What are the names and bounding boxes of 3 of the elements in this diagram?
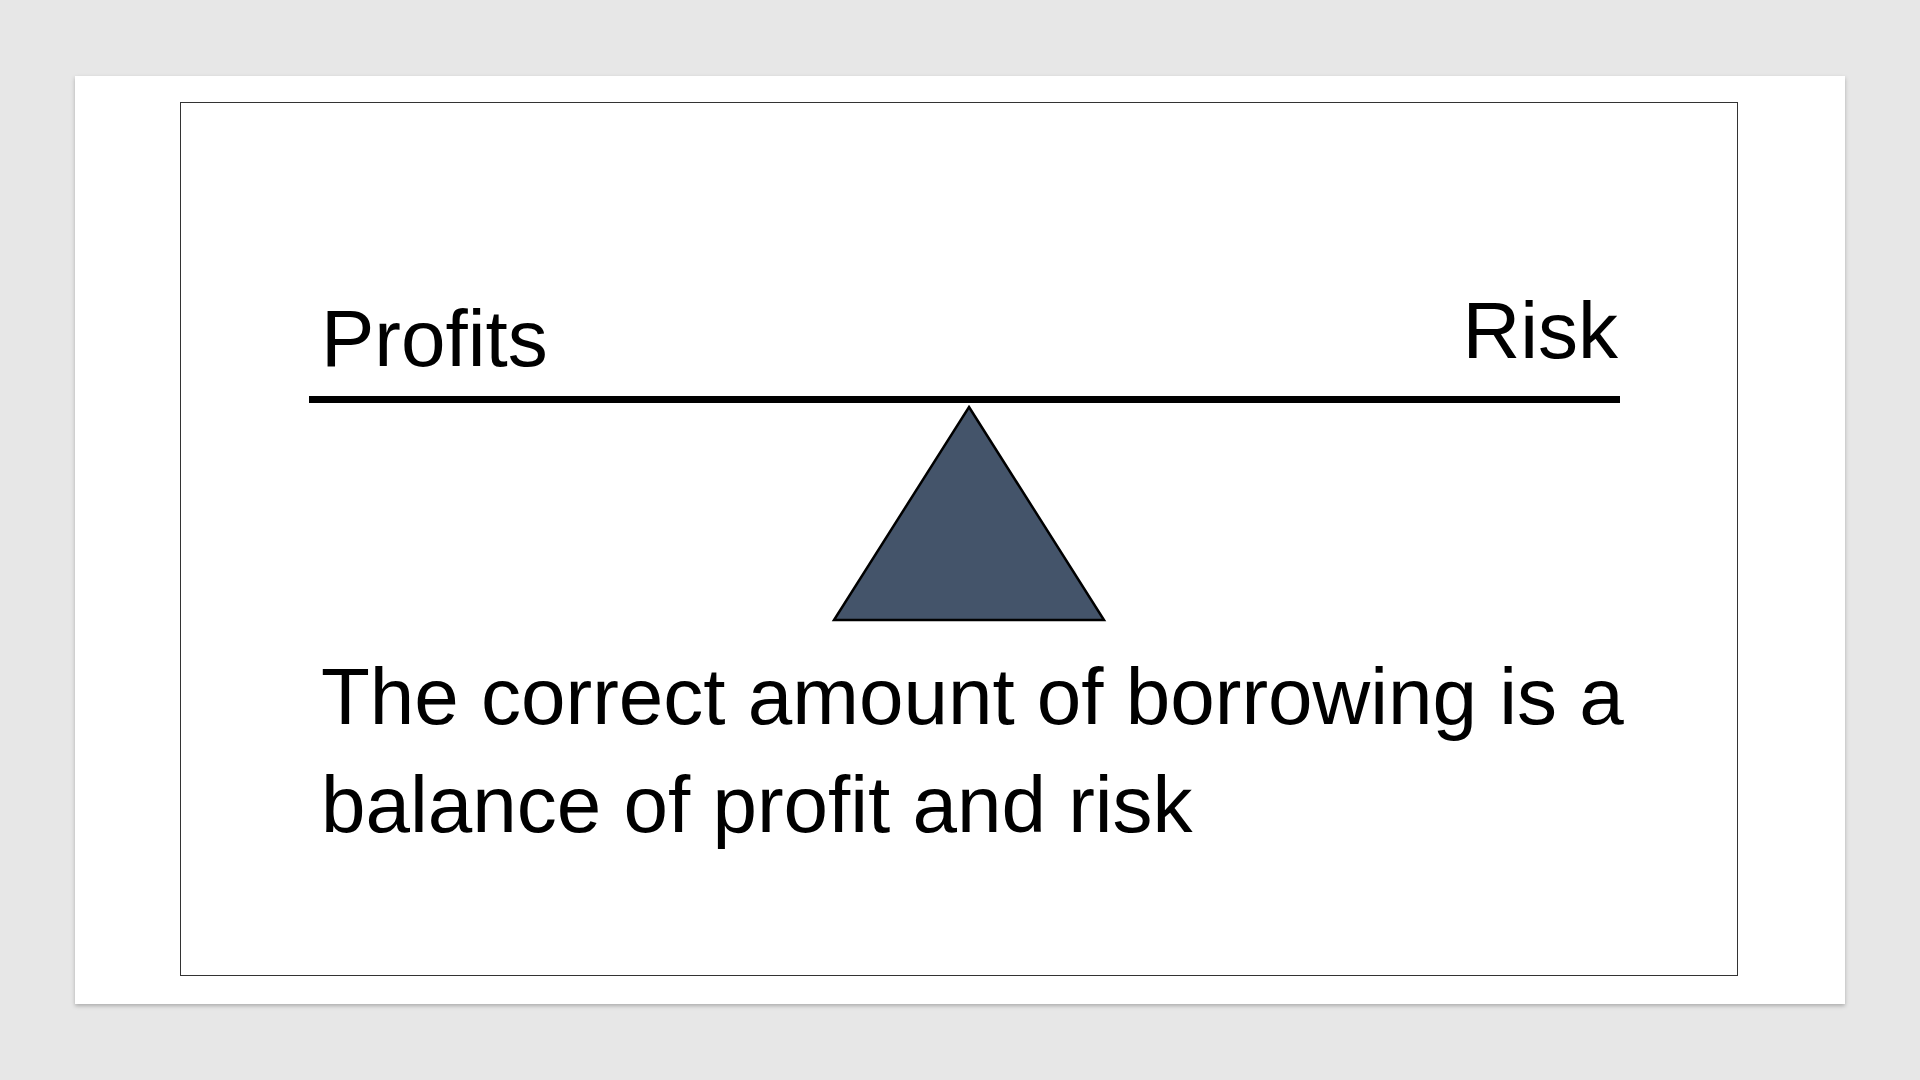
scale-label: Risk [1462,291,1618,371]
caption-text: The correct amount of borrowing is a balance of profit and risk [321,651,1625,851]
scale-label: Profits [321,299,548,379]
